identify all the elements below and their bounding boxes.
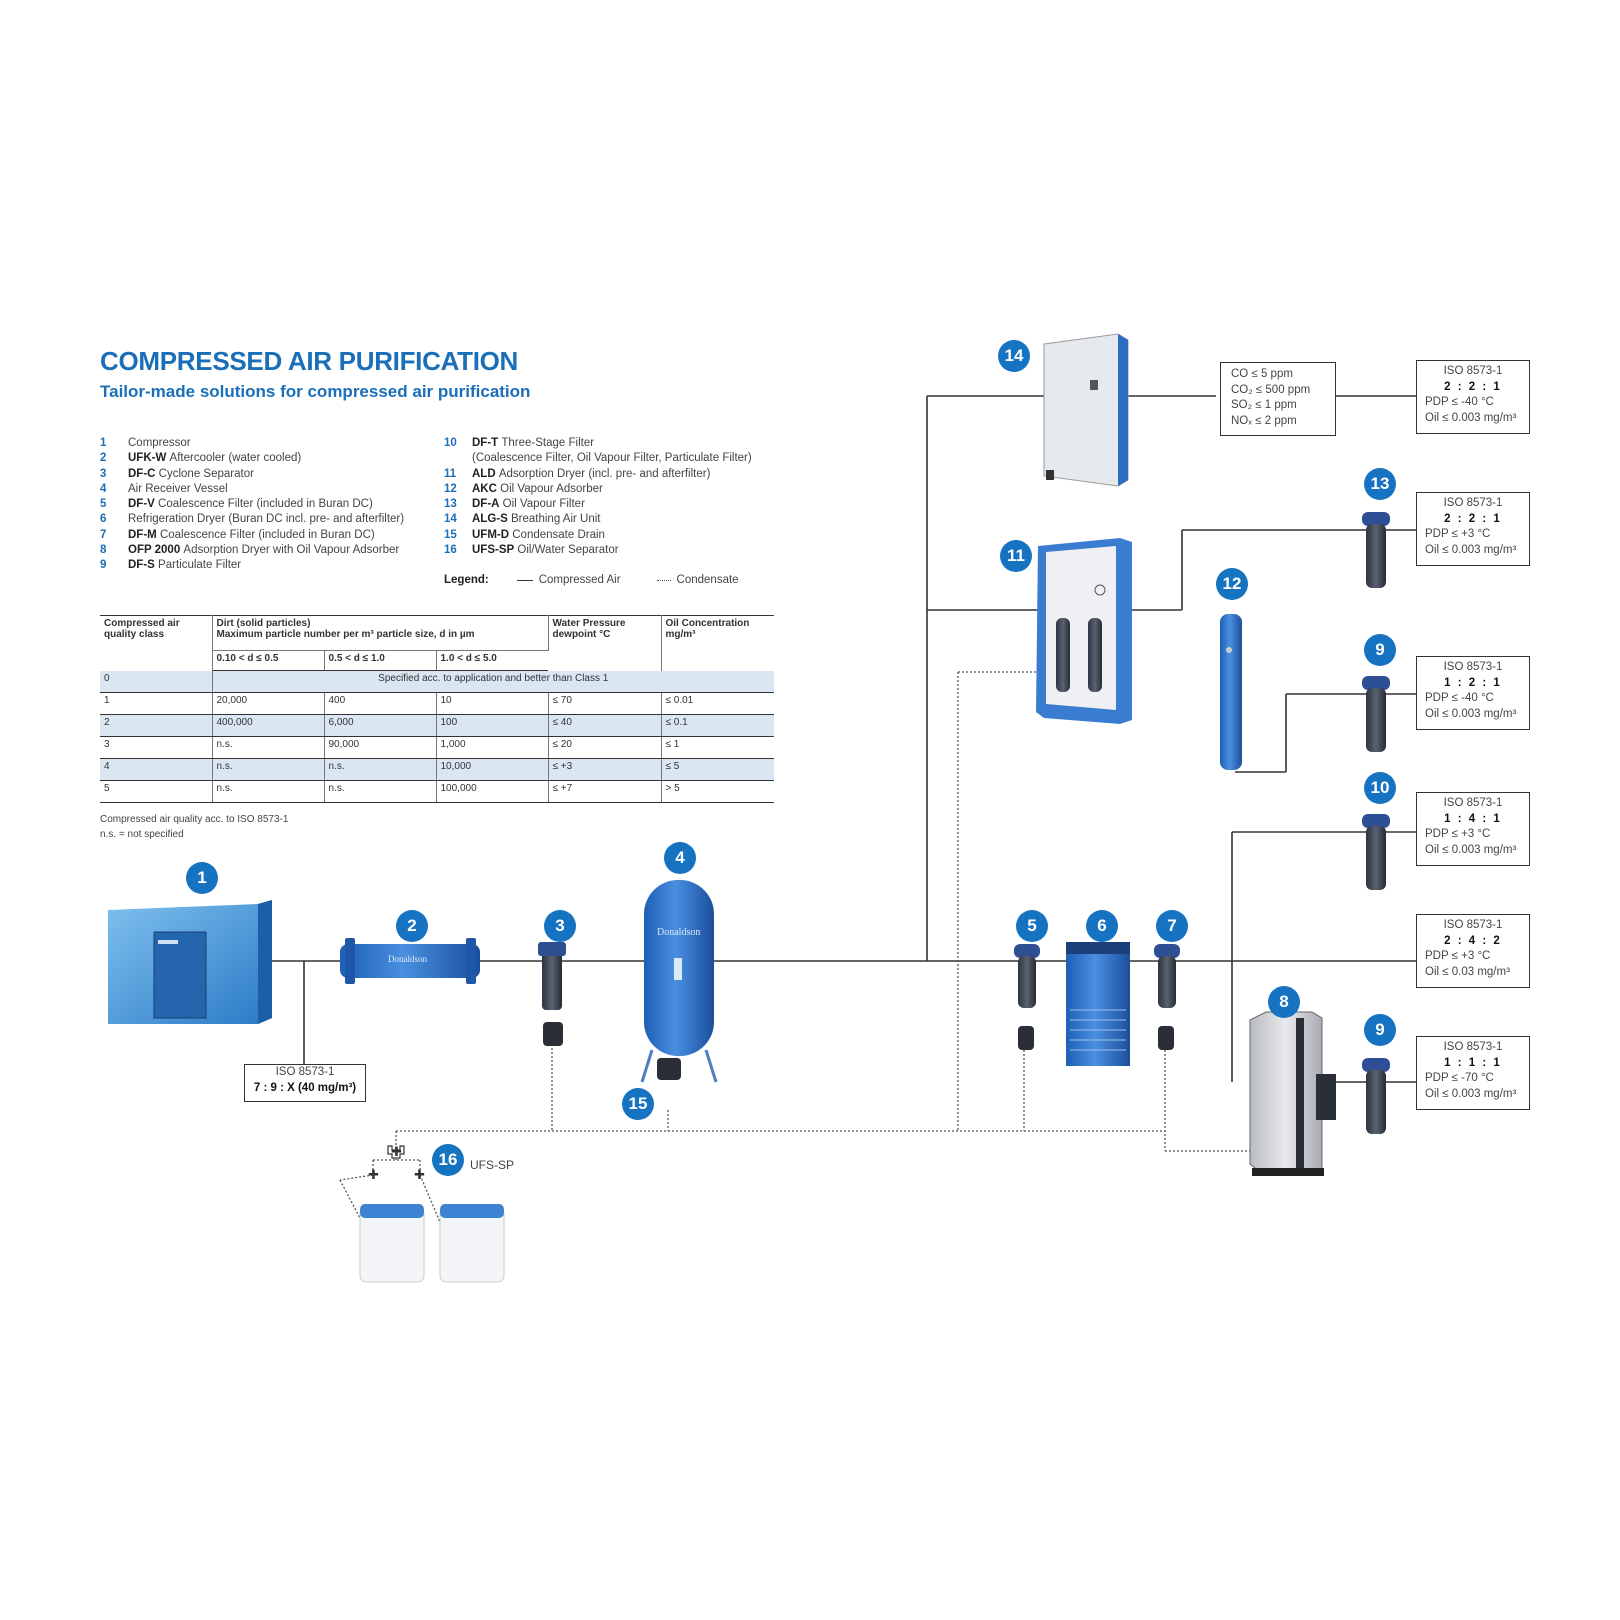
condensate-lines — [339, 671, 1260, 1223]
header-quality-class: Compressed air quality class — [100, 615, 213, 671]
oil-vapour-filter-icon — [1362, 512, 1390, 588]
svg-text:✚: ✚ — [414, 1167, 425, 1182]
quality-class-table: Compressed air quality class Dirt (solid… — [100, 615, 774, 803]
ufs-sp-label: UFS-SP — [470, 1158, 515, 1172]
gas-limits-box: CO ≤ 5 ppm CO₂ ≤ 500 ppm SO₂ ≤ 1 ppm NOₓ… — [1220, 362, 1336, 436]
aftercooler-icon: Donaldson — [340, 938, 480, 984]
coalescence-filter-m-icon — [1154, 944, 1180, 1050]
dotted-line-swatch — [656, 579, 671, 581]
header-size-1: 0.10 < d ≤ 0.5 — [212, 650, 325, 671]
header-size-2: 0.5 < d ≤ 1.0 — [324, 650, 437, 671]
badge-oil-water-separator: 16 — [432, 1144, 464, 1176]
list-item: (Coalescence Filter, Oil Vapour Filter, … — [472, 452, 752, 465]
badge-adsorption-dryer-ald: 11 — [1000, 540, 1032, 572]
compressed-air-lines — [270, 395, 1416, 1083]
particulate-filter-icon — [1362, 676, 1390, 752]
iso-box-compressor: ISO 8573-1 7 : 9 : X (40 mg/m³) — [244, 1064, 366, 1102]
badge-oil-vapour-adsorber: 12 — [1216, 568, 1248, 600]
table-row: 0 Specified acc. to application and bett… — [100, 670, 774, 693]
badge-oil-vapour-filter: 13 — [1364, 468, 1396, 500]
badge-condensate-drain: 15 — [622, 1088, 654, 1120]
legend-compressed-air: Compressed Air — [538, 574, 621, 586]
solid-line-swatch — [516, 579, 533, 581]
badge-aftercooler: 2 — [396, 910, 428, 942]
badge-adsorption-dryer: 8 — [1268, 986, 1300, 1018]
header-size-3: 1.0 < d ≤ 5.0 — [436, 650, 548, 671]
badge-air-receiver: 4 — [664, 842, 696, 874]
badge-particulate-filter-mid: 9 — [1364, 634, 1396, 666]
legend-condensate: Condensate — [676, 574, 739, 586]
legend-label: Legend: — [444, 574, 489, 586]
page-title: COMPRESSED AIR PURIFICATION — [100, 346, 519, 376]
legend: Legend: Compressed Air Condensate — [444, 574, 739, 586]
svg-text:Donaldson: Donaldson — [388, 954, 427, 964]
svg-text:✚: ✚ — [368, 1167, 379, 1182]
badge-cyclone-separator: 3 — [544, 910, 576, 942]
badge-breathing-air-unit: 14 — [998, 340, 1030, 372]
coalescence-filter-icon — [1014, 944, 1040, 1050]
oil-water-separator-icon — [359, 1204, 505, 1283]
cyclone-separator-icon — [538, 942, 566, 1046]
refrigeration-dryer-icon — [1066, 942, 1130, 1066]
badge-coalescence-filter: 5 — [1016, 910, 1048, 942]
adsorption-dryer-icon — [1249, 1011, 1336, 1176]
particulate-filter-icon — [1362, 1058, 1390, 1134]
badge-coalescence-filter-m: 7 — [1156, 910, 1188, 942]
oil-vapour-adsorber-icon — [1220, 614, 1242, 770]
badge-refrigeration-dryer: 6 — [1086, 910, 1118, 942]
svg-text:Donaldson: Donaldson — [657, 927, 700, 938]
junction-icons — [387, 1145, 405, 1159]
adsorption-dryer-ald-icon — [1036, 538, 1132, 724]
badge-three-stage-filter: 10 — [1364, 772, 1396, 804]
breathing-air-unit-icon — [1043, 333, 1129, 487]
compressor-icon — [108, 900, 272, 1024]
badge-compressor: 1 — [186, 862, 218, 894]
header-dirt: Dirt (solid particles)Maximum particle n… — [212, 615, 549, 651]
three-stage-filter-icon — [1362, 814, 1390, 890]
svg-text:✚: ✚ — [391, 1144, 402, 1159]
table-notes: Compressed air quality acc. to ISO 8573-… — [100, 814, 289, 840]
air-receiver-icon: Donaldson — [640, 880, 718, 1083]
page-subtitle: Tailor-made solutions for compressed air… — [100, 382, 531, 401]
badge-particulate-filter: 9 — [1364, 1014, 1396, 1046]
